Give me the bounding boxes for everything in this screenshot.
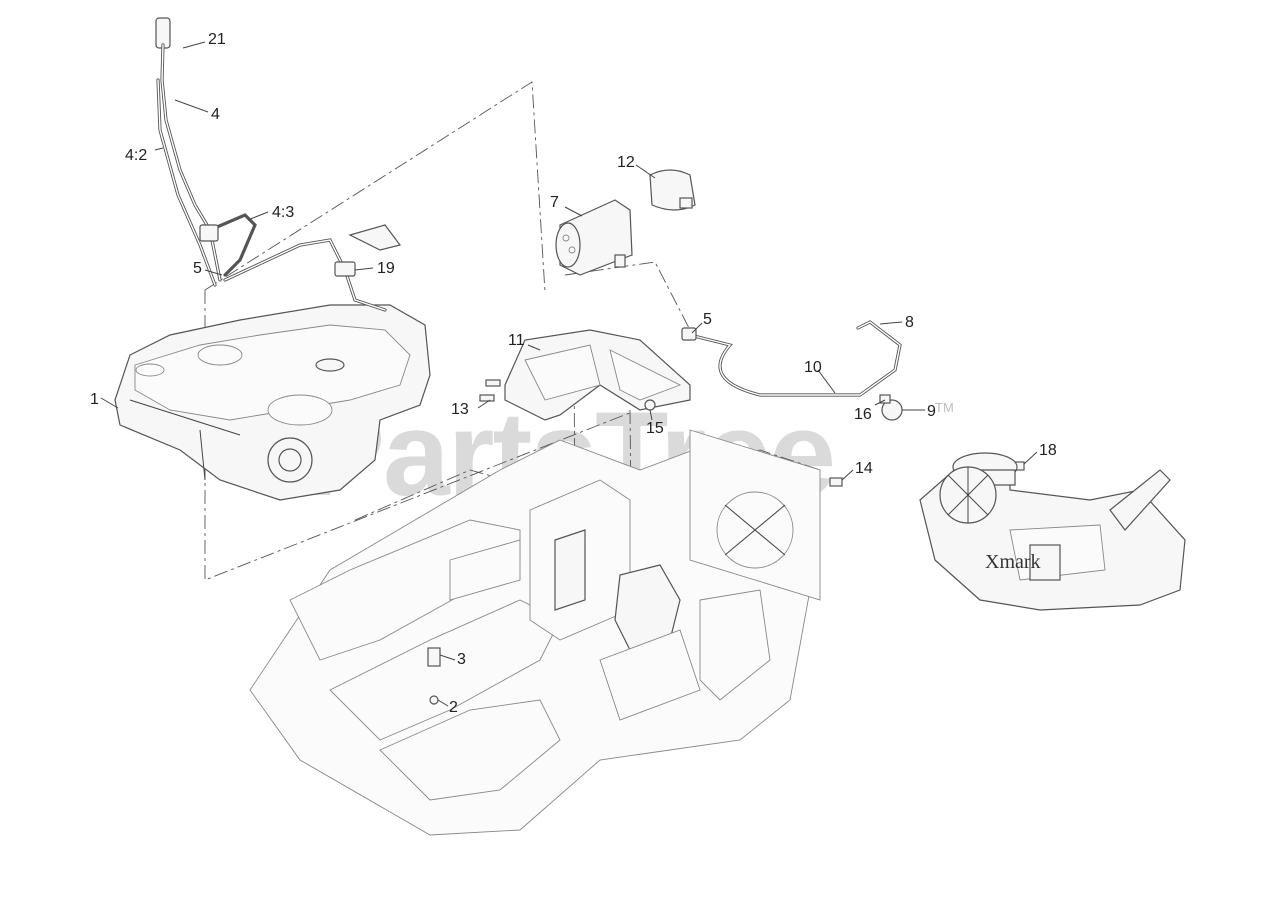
canister-strap	[649, 169, 696, 211]
callout-4-2: 4:2	[125, 147, 147, 164]
callout-3: 3	[457, 651, 466, 668]
fuel-line-hose	[681, 320, 903, 421]
fuel-tank	[114, 304, 431, 501]
watermark-tm: TM	[935, 400, 954, 415]
callout-19: 19	[377, 260, 395, 277]
callout-4-3: 4:3	[272, 204, 294, 221]
callout-15: 15	[646, 420, 664, 437]
callout-7: 7	[550, 194, 559, 211]
callout-14: 14	[855, 460, 873, 477]
leader-lines	[100, 41, 1038, 707]
callout-4: 4	[211, 106, 220, 123]
callout-5-tank: 5	[193, 260, 202, 277]
engine-brand-text: Xmark	[985, 551, 1041, 573]
callout-21: 21	[208, 31, 226, 48]
callout-18: 18	[1039, 442, 1057, 459]
callout-10: 10	[804, 359, 822, 376]
callout-2: 2	[449, 699, 458, 716]
callout-12: 12	[617, 154, 635, 171]
callout-11: 11	[508, 332, 525, 349]
callout-9: 9	[927, 403, 936, 420]
callout-8: 8	[905, 314, 914, 331]
carbon-canister	[555, 199, 633, 276]
chassis-frame	[249, 429, 821, 836]
mounting-bracket	[504, 329, 691, 421]
callout-5-canister: 5	[703, 311, 712, 328]
callout-16: 16	[854, 406, 872, 423]
callout-labels: 21 4 4:2 4:3 5 19 12 7 5 8 11 10 1 13 15…	[90, 31, 1057, 716]
engine: Xmark	[919, 452, 1186, 611]
callout-13: 13	[451, 401, 469, 418]
filler-neck-hose	[155, 17, 402, 312]
hardware	[427, 379, 1025, 705]
callout-1: 1	[90, 391, 99, 408]
